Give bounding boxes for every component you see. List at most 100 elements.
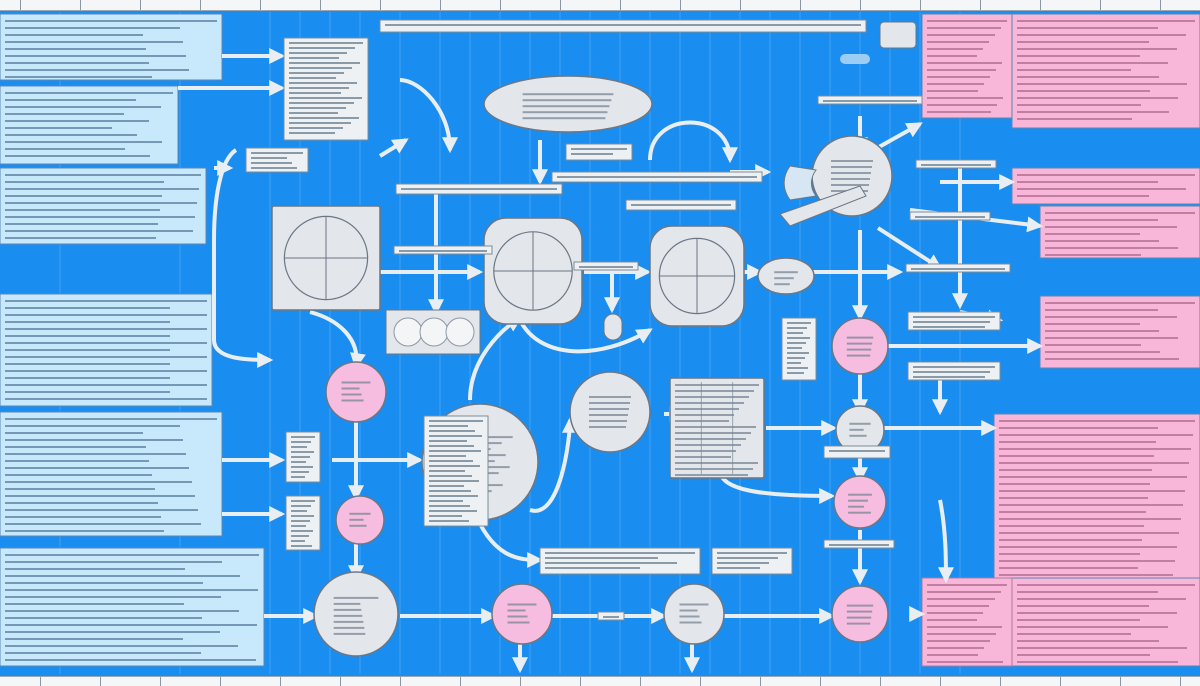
right-note-5-text-line (1045, 351, 1160, 353)
right-note-7-text-line (1017, 633, 1131, 635)
right-note-6-text-line (999, 490, 1185, 492)
label-bar-11-text-line (915, 216, 985, 218)
table-block-text-line (675, 450, 736, 452)
bottom-circle-1 (313, 571, 399, 657)
pink-circle-4-text-line (846, 354, 871, 357)
left-square (271, 205, 381, 311)
right-note-1-text-line (927, 27, 1001, 29)
right-note-7-text-line (1017, 654, 1150, 656)
bottom-circle-2 (663, 583, 725, 645)
gray-circle-right-text-line (849, 434, 867, 437)
left-note-4-text-line (5, 356, 207, 358)
right-note-extra-text (927, 584, 1007, 663)
mid-circle-text-line (589, 414, 628, 416)
left-note-4-text-line (5, 363, 170, 365)
left-note-2-text-line (5, 92, 173, 94)
mid-circle-text (589, 396, 631, 428)
right-note-7-text-line (1017, 647, 1187, 649)
bottom-circle-2-text-line (679, 621, 702, 624)
label-bar-18-text-line (289, 52, 347, 54)
label-bar-22-text (787, 322, 811, 374)
right-note-7-text-line (1017, 612, 1177, 614)
label-bar-15-text-line (545, 557, 658, 559)
top-right-pill (840, 54, 870, 64)
label-bar-18-text-line (289, 92, 341, 94)
right-note-6-text-line (999, 532, 1179, 534)
left-note-5-text-line (5, 446, 146, 448)
curve-edge-0 (399, 78, 458, 154)
label-bar-18-text-line (289, 122, 351, 124)
right-note-1-text-line (927, 76, 990, 78)
curve-edge-11 (876, 226, 943, 270)
right-note-1-text-line (927, 62, 1002, 64)
left-note-3-text-line (5, 188, 199, 190)
edge-33 (378, 138, 409, 158)
ruler-tick (440, 0, 441, 10)
mid-circle (569, 371, 651, 453)
label-bar-23-text (429, 420, 483, 522)
ruler-tick (980, 0, 981, 10)
ruler-tick (880, 677, 881, 686)
right-note-3 (1011, 167, 1200, 205)
label-bar-21-text-line (291, 500, 315, 502)
right-note-4-text-line (1045, 240, 1159, 242)
small-ellipse-text-line (774, 277, 794, 280)
label-bar-3-text-line (557, 176, 757, 178)
label-bar-23-text-line (429, 505, 470, 507)
ruler-tick (1120, 677, 1121, 686)
right-note-3-text-line (1017, 195, 1149, 197)
gray-circle-right-text-line (849, 428, 864, 431)
right-note-5-text-line (1045, 358, 1179, 360)
pink-circle-1-text (341, 381, 371, 402)
small-icon-box (879, 21, 917, 49)
left-note-5-text-line (5, 481, 192, 483)
label-bar-23-text-line (429, 420, 483, 422)
right-note-7-text-line (1017, 605, 1149, 607)
right-note-5-text-line (1045, 323, 1140, 325)
label-bar-23-text-line (429, 520, 469, 522)
label-bar-21-text-line (291, 525, 306, 527)
ruler-tick (340, 677, 341, 686)
label-bar-4-text (823, 100, 917, 102)
right-note-6-text-line (999, 441, 1156, 443)
left-note-2-text-line (5, 120, 149, 122)
left-note-6-text-line (5, 582, 203, 584)
pink-circle-5-text-line (848, 511, 871, 514)
pink-circle-4-text-line (846, 348, 872, 351)
label-bar-20-text-line (291, 476, 305, 478)
curve-edge-9 (937, 499, 954, 584)
right-note-1-text-line (927, 104, 997, 106)
left-note-5-text-line (5, 439, 183, 441)
label-bar-15-box (539, 547, 701, 575)
right-note-7-text-line (1017, 626, 1168, 628)
right-note-extra-text-line (927, 605, 989, 607)
label-bar-9-text (829, 544, 889, 546)
table-block-text-line (675, 474, 748, 476)
small-ellipse-text-line (774, 271, 798, 274)
right-note-4-text-line (1045, 233, 1140, 235)
table-block-text-line (675, 420, 729, 422)
pink-circle-6-shape (831, 585, 889, 643)
bottom-circle-1-text-line (333, 632, 366, 635)
right-note-7-text-line (1017, 640, 1159, 642)
label-bar-22-text-line (787, 352, 809, 354)
right-note-6-text-line (999, 448, 1191, 450)
label-bar-23-text-line (429, 450, 481, 452)
left-note-4-text-line (5, 328, 207, 330)
gray-circle-right-text (849, 422, 871, 437)
right-note-1-text-line (927, 20, 1007, 22)
right-note-2-text-line (1017, 41, 1149, 43)
ruler-tick (380, 0, 381, 10)
mid-circle-text-line (589, 402, 630, 404)
right-note-extra-text-line (927, 626, 1002, 628)
pink-circle-5-text-line (848, 493, 872, 496)
label-bar-18-text-line (289, 107, 346, 109)
label-bar-18-text-line (289, 132, 335, 134)
label-bar-20-text (291, 436, 315, 478)
left-note-6-text-line (5, 624, 257, 626)
ruler-tick (920, 0, 921, 10)
right-note-4 (1039, 205, 1200, 259)
left-note-3-text-line (5, 237, 156, 239)
left-note-3-text-line (5, 195, 162, 197)
